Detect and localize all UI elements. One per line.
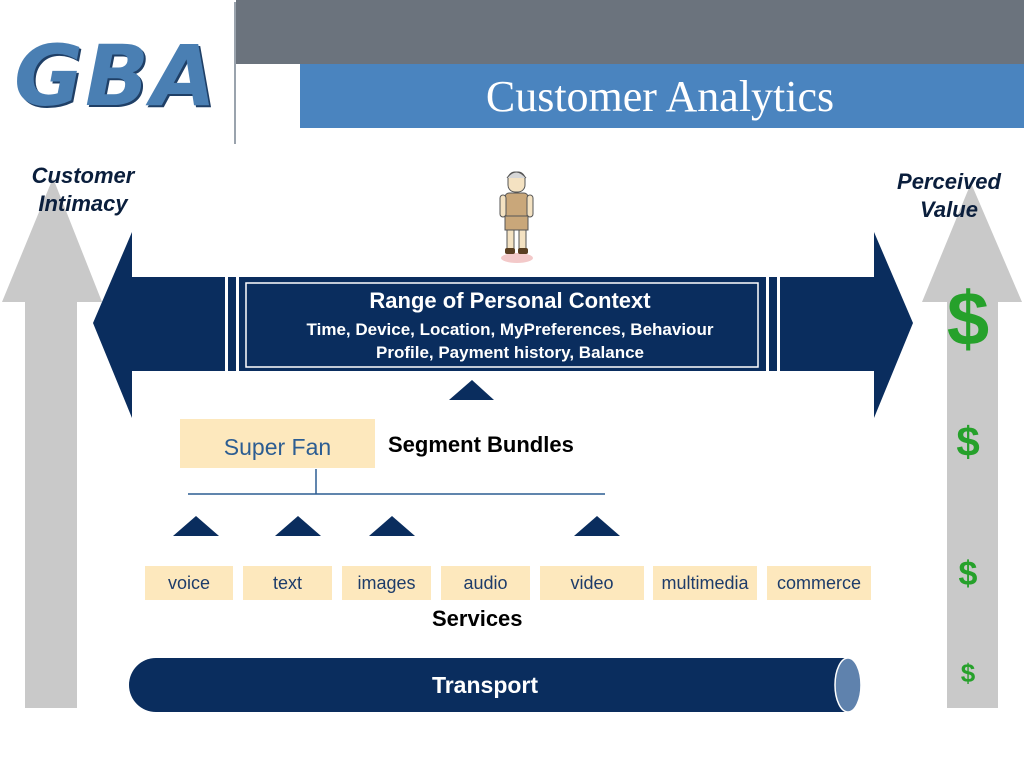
images-pointer-triangle bbox=[369, 516, 415, 536]
super-fan-box: Super Fan bbox=[180, 419, 375, 468]
service-video: video bbox=[540, 566, 644, 600]
service-commerce: commerce bbox=[767, 566, 871, 600]
transport-tube bbox=[129, 657, 862, 713]
personal-context-line-2: Profile, Payment history, Balance bbox=[376, 343, 644, 362]
personal-context-title: Range of Personal Context bbox=[369, 288, 651, 313]
personal-context-range-arrow bbox=[93, 232, 913, 418]
service-images: images bbox=[342, 566, 431, 600]
header-blue-bar bbox=[300, 64, 1024, 128]
dollar-sign-tiny: $ bbox=[960, 658, 976, 688]
header-gray-bar bbox=[236, 0, 1024, 64]
video-pointer-triangle bbox=[574, 516, 620, 536]
perceived-value-arrow bbox=[922, 183, 1022, 708]
transport-label: Transport bbox=[431, 672, 539, 698]
service-multimedia: multimedia bbox=[653, 566, 757, 600]
voice-pointer-triangle bbox=[173, 516, 219, 536]
person-icon bbox=[499, 171, 534, 263]
dollar-sign-large: $ bbox=[946, 277, 990, 362]
text-pointer-triangle bbox=[275, 516, 321, 536]
service-audio: audio bbox=[441, 566, 530, 600]
services-label: Services bbox=[432, 606, 523, 631]
page-title: Customer Analytics bbox=[485, 72, 835, 121]
context-pointer-triangle bbox=[449, 380, 494, 400]
service-voice: voice bbox=[145, 566, 233, 600]
dollar-sign-medium: $ bbox=[956, 418, 980, 465]
customer-intimacy-label: Customer Intimacy bbox=[31, 163, 135, 216]
logo-panel bbox=[4, 2, 236, 144]
personal-context-details: Time, Device, Location, MyPreferences, B… bbox=[250, 318, 770, 364]
customer-intimacy-arrow bbox=[2, 178, 102, 708]
personal-context-line-1: Time, Device, Location, MyPreferences, B… bbox=[306, 320, 714, 339]
service-text: text bbox=[243, 566, 332, 600]
dollar-sign-small: $ bbox=[958, 555, 978, 593]
perceived-value-label: Perceived Value bbox=[897, 169, 1001, 222]
segment-bundles-label: Segment Bundles bbox=[388, 432, 574, 457]
gba-logo: GBA bbox=[14, 27, 218, 125]
